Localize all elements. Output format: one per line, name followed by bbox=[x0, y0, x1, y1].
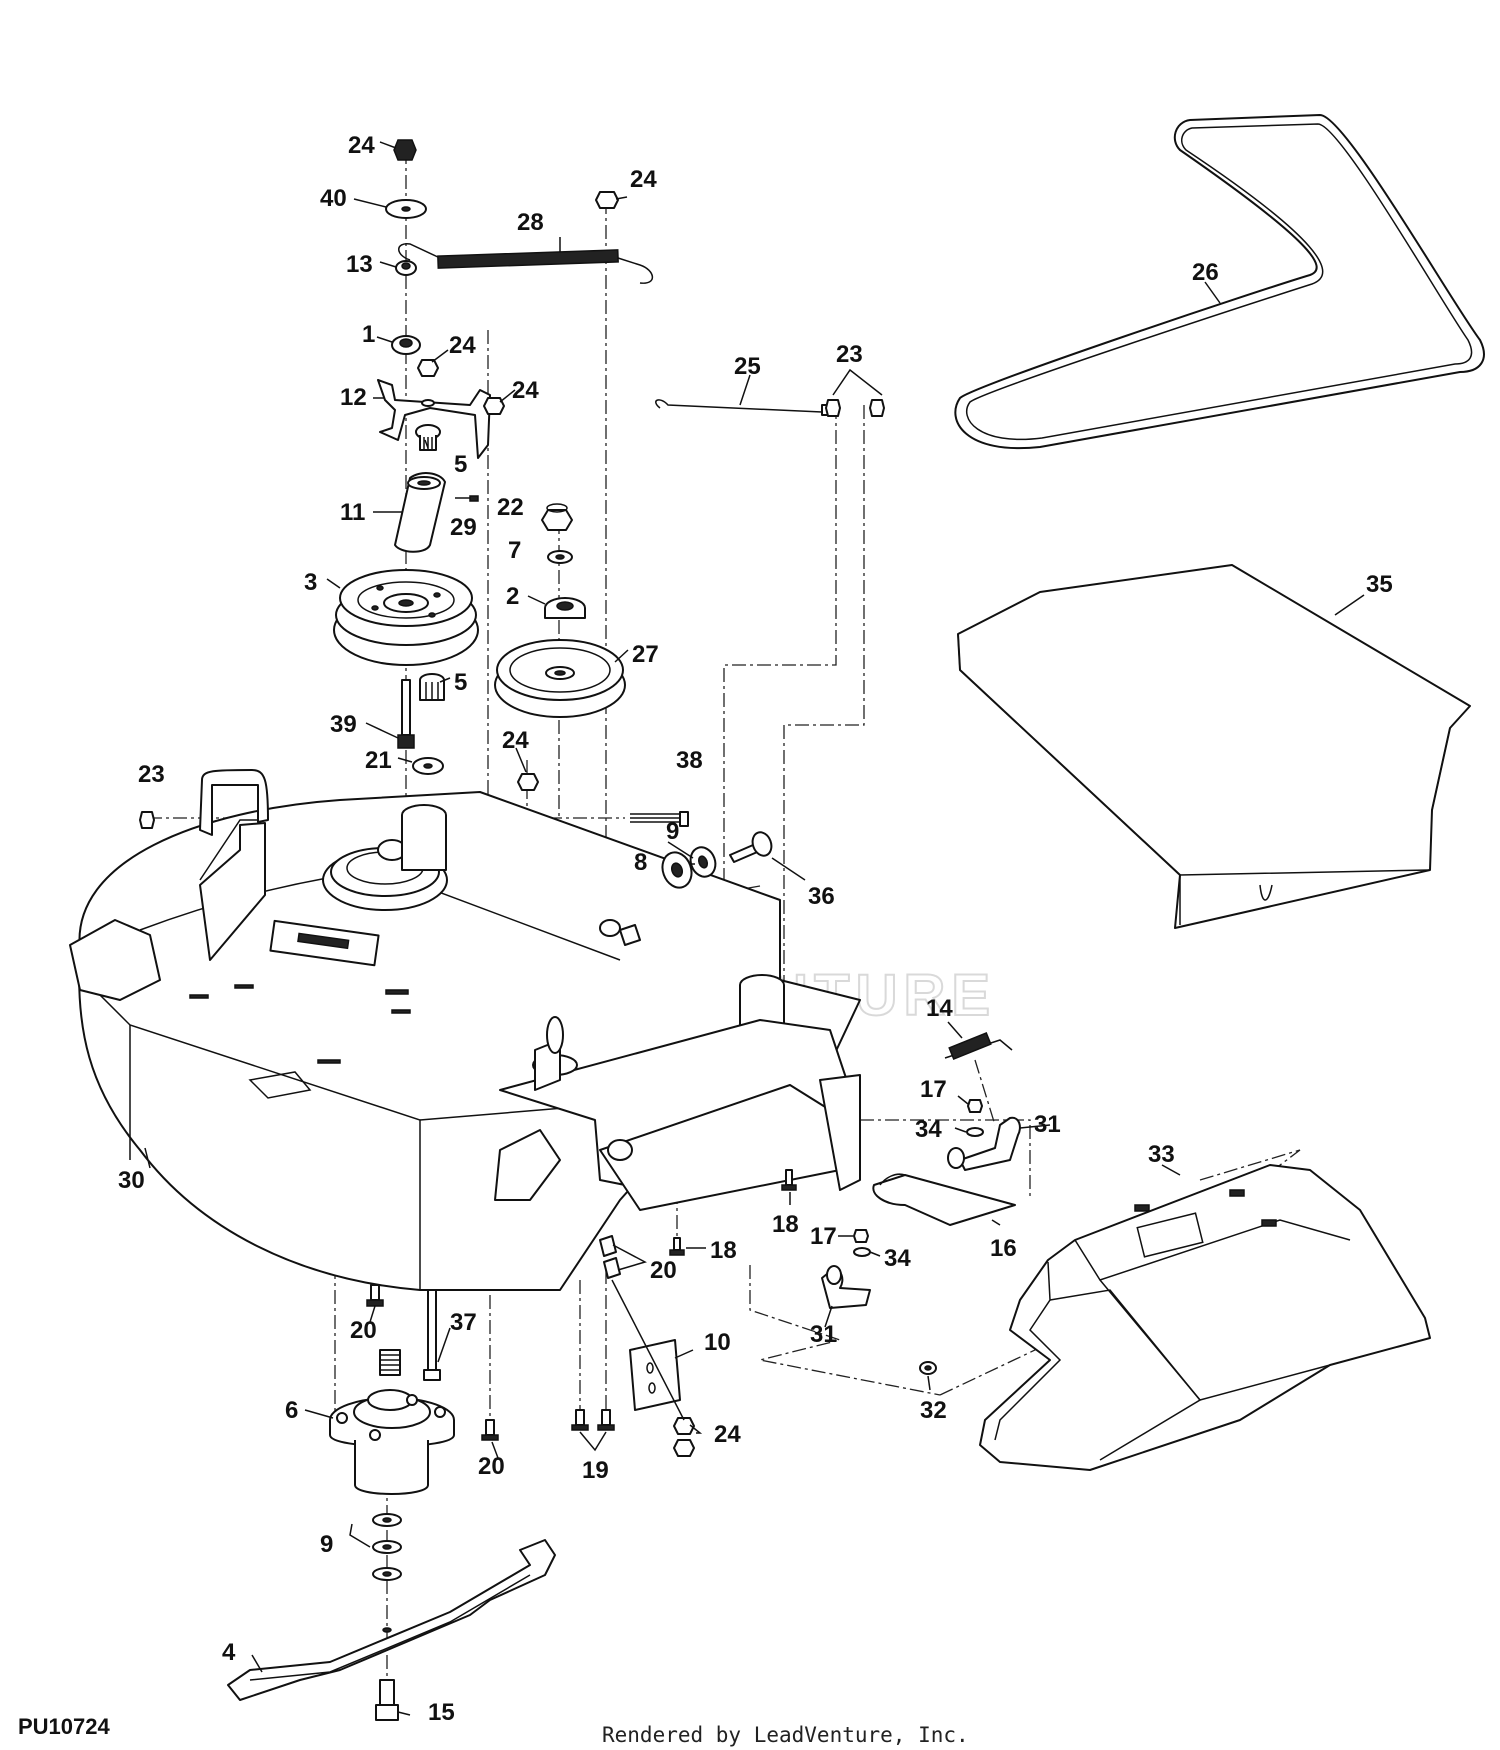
callout-10: 10 bbox=[704, 1329, 731, 1356]
callout-4: 4 bbox=[222, 1639, 236, 1666]
callout-24: 24 bbox=[512, 377, 539, 404]
callout-13: 13 bbox=[346, 251, 373, 278]
callout-39: 39 bbox=[330, 711, 357, 738]
callout-14: 14 bbox=[926, 995, 953, 1022]
callout-23: 23 bbox=[836, 341, 863, 368]
callout-labels: 24 40 24 28 13 1 24 12 24 5 11 29 22 7 3… bbox=[118, 132, 1393, 1726]
callout-26: 26 bbox=[1192, 259, 1219, 286]
callout-3: 3 bbox=[304, 569, 317, 596]
callout-29: 29 bbox=[450, 514, 477, 541]
callout-34: 34 bbox=[915, 1116, 942, 1143]
callout-27: 27 bbox=[632, 641, 659, 668]
mower-deck-shell bbox=[69, 769, 861, 1291]
idler-stack bbox=[139, 139, 885, 889]
callout-37: 37 bbox=[450, 1309, 477, 1336]
callout-30: 30 bbox=[118, 1167, 145, 1194]
callout-21: 21 bbox=[365, 747, 392, 774]
callout-1: 1 bbox=[362, 321, 375, 348]
callout-28: 28 bbox=[517, 209, 544, 236]
callout-24: 24 bbox=[348, 132, 375, 159]
callout-18: 18 bbox=[710, 1237, 737, 1264]
deflector-linkage bbox=[599, 1031, 1021, 1457]
callout-25: 25 bbox=[734, 353, 761, 380]
callout-36: 36 bbox=[808, 883, 835, 910]
callout-32: 32 bbox=[920, 1397, 947, 1424]
spindle-blade-parts bbox=[227, 1284, 615, 1721]
callout-12: 12 bbox=[340, 384, 367, 411]
mulch-cover bbox=[957, 564, 1471, 929]
callout-20: 20 bbox=[478, 1453, 505, 1480]
callout-16: 16 bbox=[990, 1235, 1017, 1262]
callout-9: 9 bbox=[320, 1531, 333, 1558]
callout-11: 11 bbox=[340, 499, 365, 526]
callout-24: 24 bbox=[714, 1421, 741, 1448]
callout-17: 17 bbox=[810, 1223, 837, 1250]
callout-35: 35 bbox=[1366, 571, 1393, 598]
callout-24: 24 bbox=[630, 166, 657, 193]
credit-line: Rendered by LeadVenture, Inc. bbox=[602, 1723, 969, 1747]
callout-20: 20 bbox=[350, 1317, 377, 1344]
callout-19: 19 bbox=[582, 1457, 609, 1484]
callout-40: 40 bbox=[320, 185, 347, 212]
callout-8: 8 bbox=[634, 849, 647, 876]
callout-9: 9 bbox=[666, 818, 679, 845]
callout-20: 20 bbox=[650, 1257, 677, 1284]
drive-belt bbox=[954, 114, 1485, 450]
callout-7: 7 bbox=[508, 537, 521, 564]
callout-31: 31 bbox=[1034, 1111, 1061, 1138]
figure-id: PU10724 bbox=[18, 1714, 111, 1739]
callout-23: 23 bbox=[138, 761, 165, 788]
callout-31: 31 bbox=[810, 1321, 837, 1348]
callout-17: 17 bbox=[920, 1076, 947, 1103]
callout-33: 33 bbox=[1148, 1141, 1175, 1168]
callout-24: 24 bbox=[449, 332, 476, 359]
callout-6: 6 bbox=[285, 1397, 298, 1424]
callout-38: 38 bbox=[676, 747, 703, 774]
callout-34: 34 bbox=[884, 1245, 911, 1272]
callout-18: 18 bbox=[772, 1211, 799, 1238]
leader-lines bbox=[144, 141, 1365, 1716]
callout-15: 15 bbox=[428, 1699, 455, 1726]
callout-5: 5 bbox=[454, 451, 467, 478]
discharge-chute bbox=[979, 1164, 1431, 1471]
callout-2: 2 bbox=[506, 583, 519, 610]
callout-5: 5 bbox=[454, 669, 467, 696]
callout-24: 24 bbox=[502, 727, 529, 754]
callout-22: 22 bbox=[497, 494, 524, 521]
